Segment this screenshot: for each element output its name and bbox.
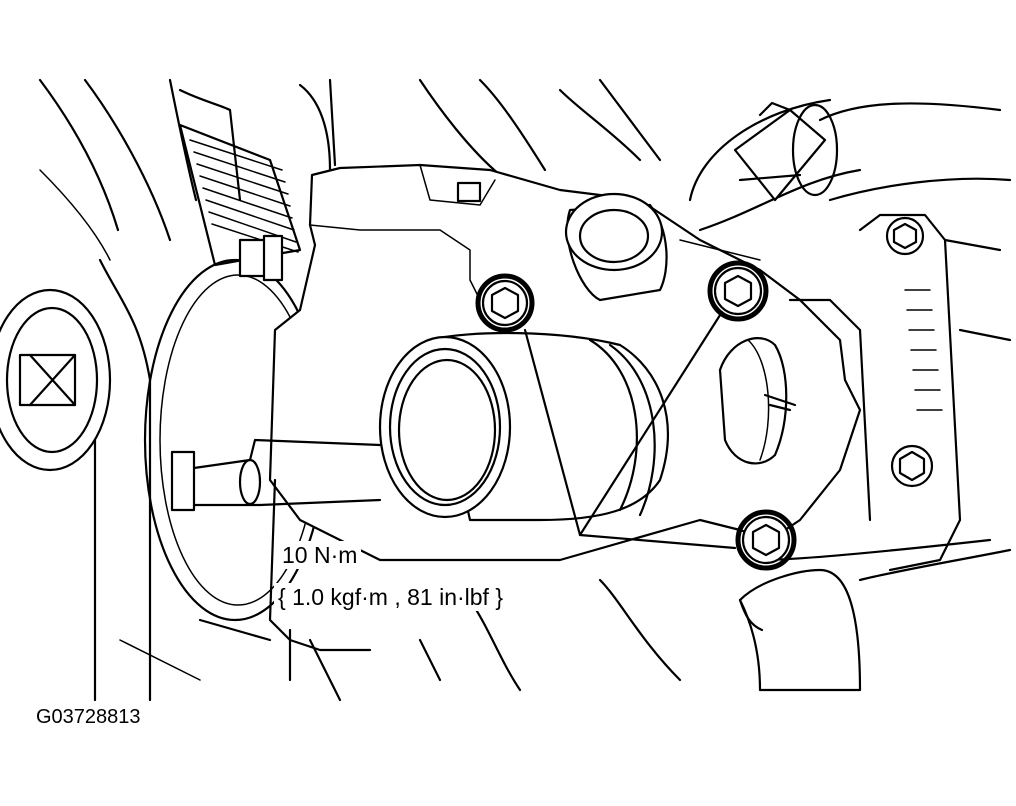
torque-alt-units-label: { 1.0 kgf·m , 81 in·lbf } <box>274 583 508 611</box>
torque-leader-lines <box>523 310 737 550</box>
figure-id-label: G03728813 <box>36 706 141 728</box>
upper-block <box>298 78 1012 572</box>
thermostat-housing <box>170 163 1012 702</box>
housing-bolt-upper-right <box>707 260 769 322</box>
torque-value-label: 10 N·m <box>278 541 362 569</box>
housing-bolt-lower-right <box>735 509 797 571</box>
housing-bolt-upper-left <box>475 273 535 333</box>
left-pulley-assembly <box>0 78 327 702</box>
